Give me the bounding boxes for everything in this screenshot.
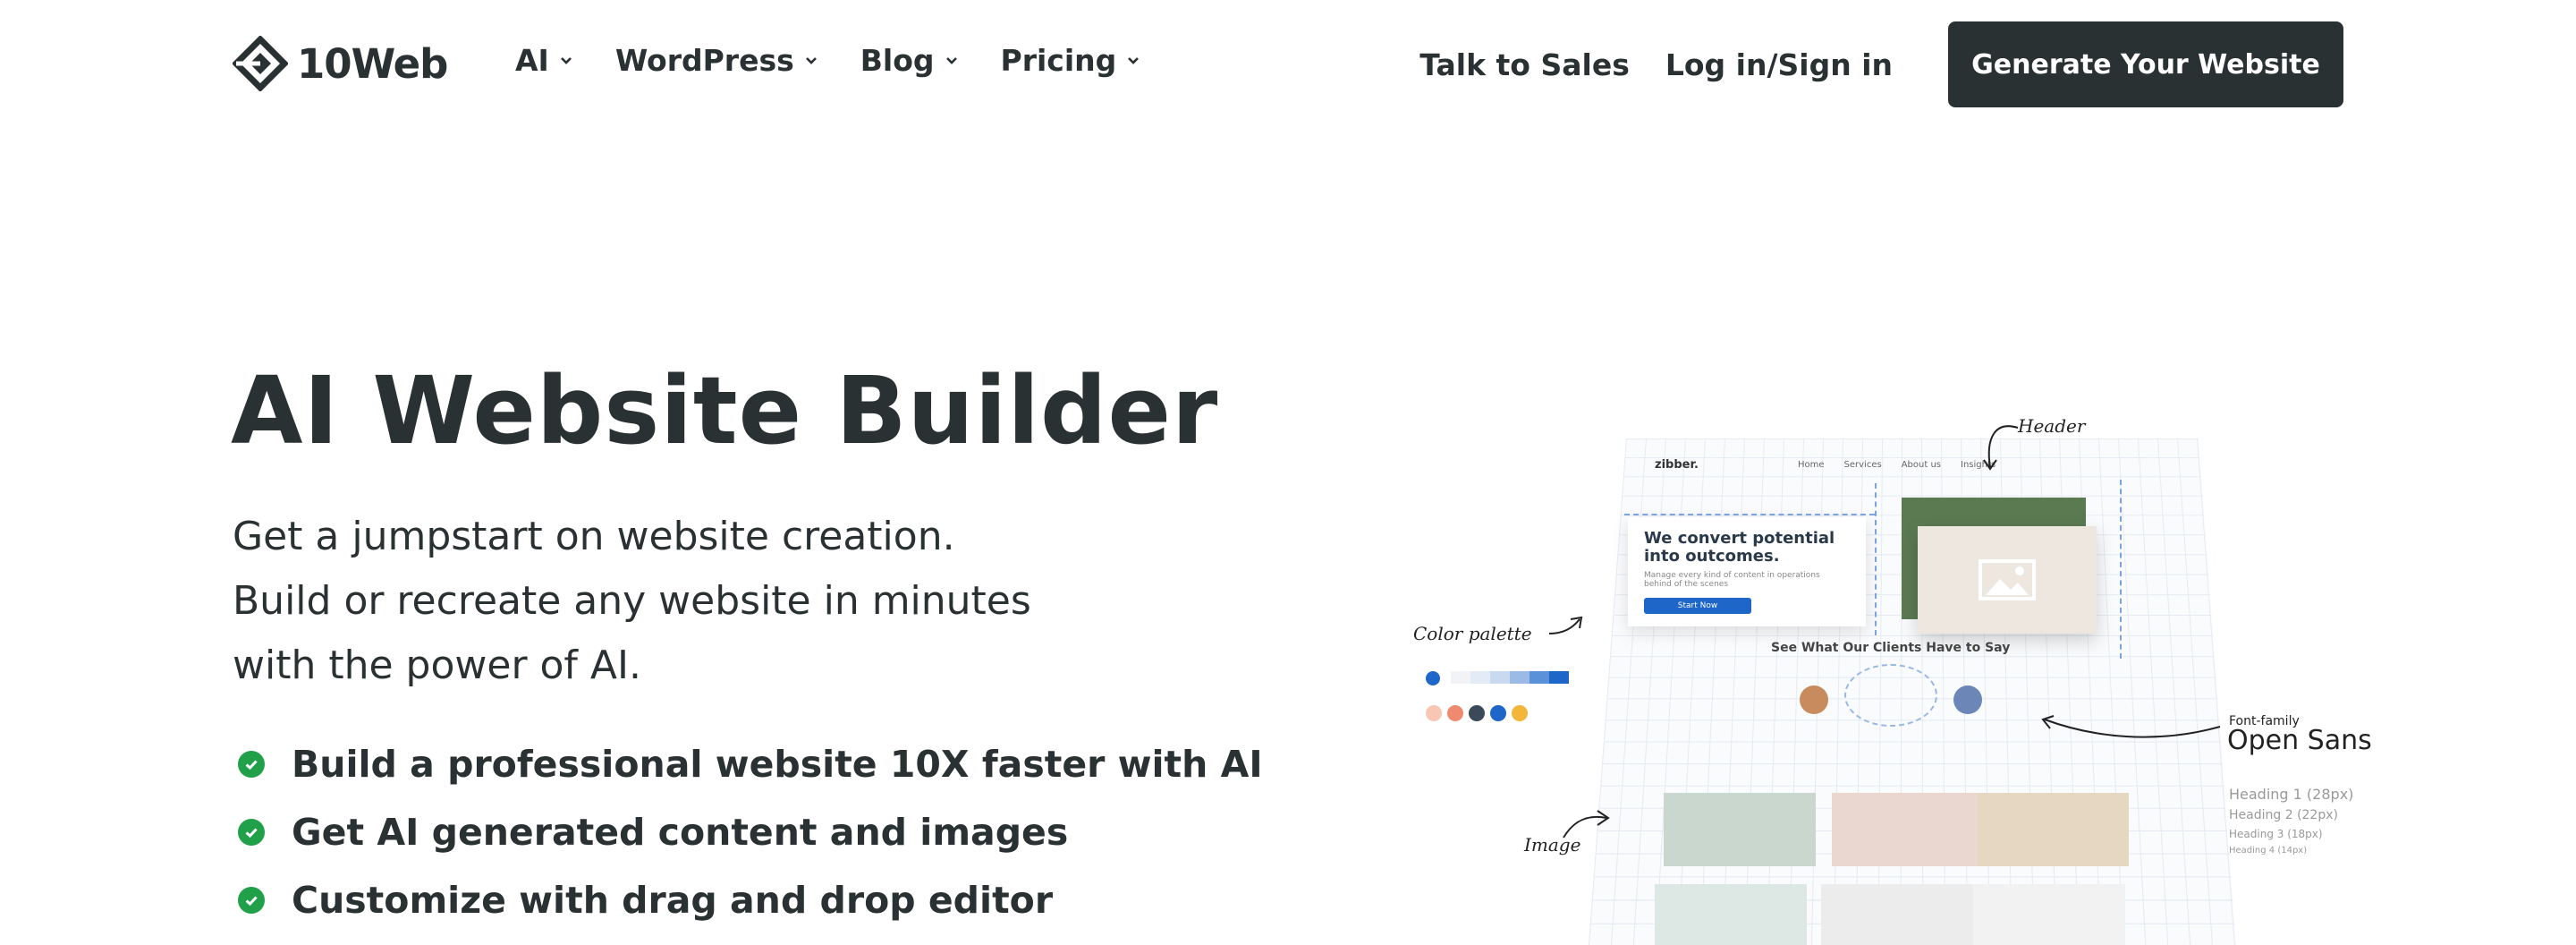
color-swatch [1451, 671, 1470, 684]
color-swatch [1447, 705, 1463, 721]
logo-text: 10Web [297, 39, 448, 88]
feature-list: Build a professional website 10X faster … [238, 730, 1263, 934]
mock-site-link: About us [1901, 460, 1941, 470]
mock-testimonials-title: See What Our Clients Have to Say [1771, 641, 2011, 655]
mock-hero-title: We convert potential into outcomes. [1644, 529, 1835, 566]
color-swatch [1490, 705, 1506, 721]
color-swatch [1470, 671, 1490, 684]
mock-site-logo: zibber. [1655, 458, 1699, 472]
chevron-down-icon [560, 56, 572, 64]
check-icon [238, 887, 265, 914]
color-swatch [1490, 671, 1510, 684]
hero-subtitle-line: Build or recreate any website in minutes [233, 578, 1031, 624]
color-swatch [1469, 705, 1485, 721]
testimonial-selection [1844, 664, 1937, 727]
annotation-header: Header [2018, 415, 2086, 437]
main-menu: AI WordPress Blog Pricing [515, 43, 1140, 78]
menu-item-label: WordPress [614, 43, 794, 78]
check-icon [238, 751, 265, 778]
mock-hero-card: We convert potential into outcomes. Mana… [1628, 517, 1866, 626]
heading-size-item: Heading 1 (28px) [2229, 786, 2354, 803]
palette-row [1426, 705, 1528, 721]
generate-website-button[interactable]: Generate Your Website [1948, 21, 2343, 107]
page-title: AI Website Builder [231, 356, 1219, 465]
menu-item-label: AI [515, 43, 549, 78]
logo-icon [233, 36, 288, 91]
mock-image-tile [1655, 884, 1807, 945]
menu-item-label: Pricing [1000, 43, 1117, 78]
annotation-color-palette: Color palette [1413, 623, 1532, 644]
heading-size-item: Heading 4 (14px) [2229, 846, 2308, 856]
color-swatch [1549, 671, 1569, 684]
mock-site-header: zibber. Home Services About us Insights [1655, 453, 2102, 480]
logo[interactable]: 10Web [233, 36, 448, 91]
heading-size-item: Heading 3 (18px) [2229, 828, 2323, 840]
check-icon [238, 819, 265, 846]
mock-site-link: Services [1843, 460, 1882, 470]
color-swatch [1510, 671, 1530, 684]
hero-subtitle-line: with the power of AI. [233, 643, 641, 688]
mock-site-links: Home Services About us Insights [1798, 460, 1996, 470]
selection-guide [2120, 480, 2122, 659]
annotation-image: Image [1524, 834, 1581, 856]
mock-image-tile [1821, 884, 1973, 945]
arrow-icon [1570, 616, 1583, 629]
palette-row [1426, 671, 1569, 685]
menu-item-blog[interactable]: Blog [860, 43, 958, 78]
hero-subtitle: Get a jumpstart on website creation. Bui… [233, 505, 1031, 698]
mock-hero-text: Manage every kind of content in operatio… [1644, 571, 1820, 589]
talk-to-sales-link[interactable]: Talk to Sales [1419, 47, 1630, 82]
mock-image-tile [1977, 793, 2129, 866]
image-placeholder [1918, 526, 2097, 634]
chevron-down-icon [1128, 56, 1140, 64]
mock-site-link: Home [1798, 460, 1825, 470]
arrow-icon [1548, 618, 1580, 634]
avatar [1800, 685, 1828, 714]
mock-image-tile [1664, 793, 1816, 866]
color-swatch [1426, 705, 1442, 721]
selection-guide [1624, 514, 1875, 515]
avatar [1953, 685, 1982, 714]
feature-item: Customize with drag and drop editor [238, 866, 1263, 934]
menu-item-ai[interactable]: AI [515, 43, 572, 78]
mock-start-button: Start Now [1644, 598, 1751, 614]
hero-subtitle-line: Get a jumpstart on website creation. [233, 514, 955, 559]
login-link[interactable]: Log in/Sign in [1665, 47, 1893, 82]
nav-actions: Talk to Sales Log in/Sign in Generate Yo… [1419, 21, 2343, 107]
menu-item-wordpress[interactable]: WordPress [615, 43, 818, 78]
color-swatch [1530, 671, 1549, 684]
color-swatch [1512, 705, 1528, 721]
feature-item: Get AI generated content and images [238, 798, 1263, 866]
chevron-down-icon [805, 56, 817, 64]
top-navigation: 10Web AI WordPress Blog Pricing Talk to … [0, 0, 2576, 129]
feature-text: Customize with drag and drop editor [292, 879, 1054, 922]
menu-item-label: Blog [860, 43, 935, 78]
mock-image-tile [1973, 884, 2125, 945]
website-builder-illustration: zibber. Home Services About us Insights … [1413, 394, 2397, 945]
annotation-font-family: Font-family [2229, 714, 2300, 728]
heading-sizes-list: Heading 1 (28px) Heading 2 (22px) Headin… [2229, 786, 2353, 861]
mock-site-link: Insights [1961, 460, 1996, 470]
heading-size-item: Heading 2 (22px) [2229, 808, 2338, 822]
feature-text: Get AI generated content and images [292, 811, 1069, 854]
font-family-value: Open Sans [2227, 725, 2372, 756]
color-swatch [1426, 671, 1440, 685]
feature-item: Build a professional website 10X faster … [238, 730, 1263, 798]
selection-guide [1875, 483, 1877, 635]
image-icon [1979, 559, 2036, 600]
feature-text: Build a professional website 10X faster … [292, 743, 1263, 786]
chevron-down-icon [945, 56, 957, 64]
mock-image-tile [1832, 793, 1984, 866]
menu-item-pricing[interactable]: Pricing [1001, 43, 1140, 78]
